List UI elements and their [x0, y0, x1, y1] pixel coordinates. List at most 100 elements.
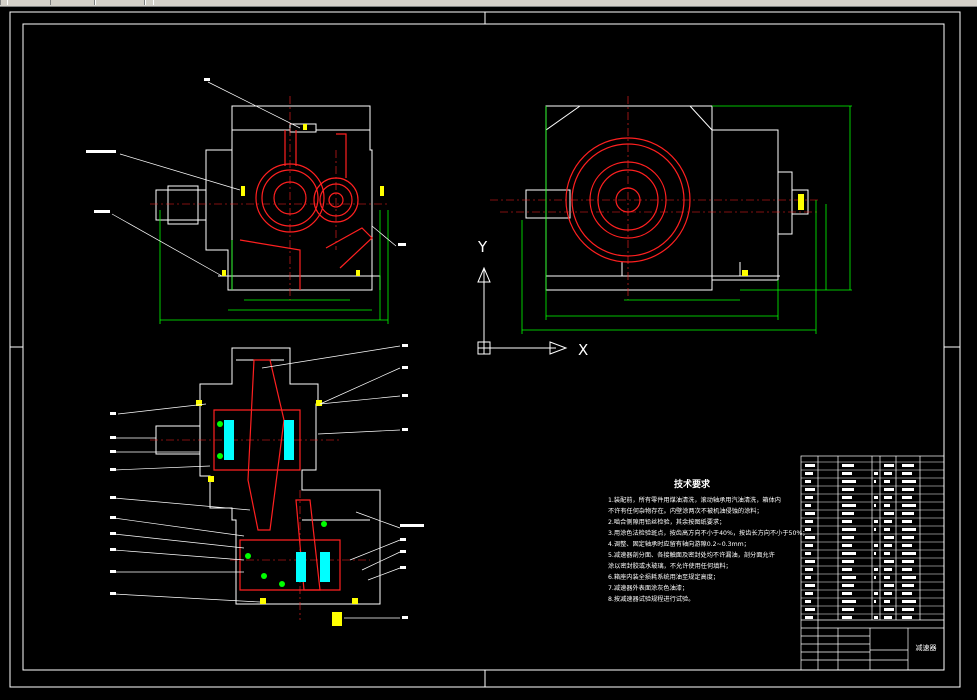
- parts-list-cell-mark: [902, 472, 912, 475]
- parts-list-cell-mark: [842, 576, 856, 579]
- parts-list-cell-mark: [884, 488, 894, 491]
- notes-line-3: 2.啮合侧隙用铅丝检验，其余按图纸要求；: [608, 518, 725, 526]
- tab-1[interactable]: [0, 0, 8, 5]
- parts-list-cell-mark: [902, 496, 912, 499]
- parts-list-cell-mark: [884, 584, 894, 587]
- parts-list-cell-mark: [874, 520, 878, 523]
- parts-list-cell-mark: [874, 528, 876, 531]
- parts-list-cell-mark: [874, 544, 878, 547]
- parts-list-cell-mark: [902, 480, 916, 483]
- notes-line-6: 5.减速器剖分面、各接触面及密封处均不许漏油，剖分面允许: [608, 551, 775, 559]
- parts-list-cell-mark: [805, 560, 815, 563]
- parts-list-cell-mark: [884, 560, 894, 563]
- x-axis-label: X: [578, 341, 588, 359]
- y-axis-label: Y: [477, 238, 488, 256]
- parts-list-cell-mark: [902, 488, 914, 491]
- notes-line-5: 4.调整、固定轴承时应留有轴向游隙0.2~0.3mm；: [608, 540, 750, 548]
- parts-list-cell-mark: [884, 520, 892, 523]
- parts-list-cell-mark: [842, 584, 854, 587]
- parts-list-cell-mark: [842, 552, 856, 555]
- parts-list-cell-mark: [884, 600, 890, 603]
- parts-list-cell-mark: [902, 464, 914, 467]
- parts-list-cell-mark: [874, 552, 876, 555]
- notes-line-4: 3.用涂色法检验斑点，按齿高方向不小于40%，按齿长方向不小于50%；: [608, 529, 808, 537]
- parts-list-cell-mark: [842, 592, 852, 595]
- parts-list-cell-mark: [902, 568, 912, 571]
- parts-list-cell-mark: [884, 616, 892, 619]
- tab-4[interactable]: [144, 0, 154, 5]
- parts-list-cell-mark: [842, 520, 852, 523]
- parts-list-cell-mark: [805, 472, 813, 475]
- sheet-border: [9, 11, 961, 688]
- parts-list-cell-mark: [842, 512, 854, 515]
- parts-list-cell-mark: [842, 480, 856, 483]
- parts-list-cell-mark: [842, 600, 856, 603]
- parts-list-cell-mark: [805, 528, 811, 531]
- parts-list-cell-mark: [902, 504, 916, 507]
- parts-list-cell-mark: [805, 464, 815, 467]
- parts-list-rows: [801, 461, 944, 615]
- parts-list-cell-mark: [902, 584, 914, 587]
- ucs-axis-icon: [477, 266, 568, 355]
- notes-line-8: 6.箱座内装全损耗系统用油至规定高度；: [608, 573, 719, 581]
- parts-list-cell-mark: [805, 480, 811, 483]
- parts-list-cell-mark: [842, 616, 852, 619]
- parts-list-cell-mark: [902, 552, 916, 555]
- parts-list-cell-mark: [902, 592, 912, 595]
- technical-notes: 技术要求 1.装配前，所有零件用煤油清洗，滚动轴承用汽油清洗，箱体内 不许有任何…: [608, 478, 808, 603]
- parts-list-cell-mark: [805, 600, 811, 603]
- parts-list-cell-mark: [805, 576, 811, 579]
- parts-list-cell-mark: [805, 536, 815, 539]
- parts-list-cell-mark: [842, 536, 854, 539]
- front-view: [86, 78, 406, 324]
- parts-list-cell-mark: [884, 536, 894, 539]
- parts-list-cell-mark: [842, 504, 856, 507]
- tab-2[interactable]: [50, 0, 96, 5]
- parts-list-cell-mark: [884, 592, 892, 595]
- parts-list-cell-mark: [842, 560, 854, 563]
- notes-line-9: 7.减速器外表面涂灰色油漆；: [608, 584, 688, 592]
- section-view: [110, 344, 424, 626]
- parts-list-cell-mark: [884, 568, 892, 571]
- parts-list-cell-mark: [874, 616, 878, 619]
- parts-list-cell-mark: [805, 568, 813, 571]
- parts-list-cell-mark: [805, 496, 813, 499]
- parts-list-cell-mark: [874, 600, 876, 603]
- parts-list-cell-mark: [842, 544, 852, 547]
- notes-title: 技术要求: [674, 478, 711, 490]
- parts-list-cell-mark: [902, 608, 914, 611]
- parts-list-cell-mark: [842, 464, 854, 467]
- side-view: [490, 96, 852, 334]
- parts-list-cell-mark: [805, 616, 813, 619]
- parts-list-cell-mark: [884, 608, 894, 611]
- parts-list-cell-mark: [805, 544, 813, 547]
- parts-list-cell-mark: [902, 544, 912, 547]
- notes-line-1: 1.装配前，所有零件用煤油清洗，滚动轴承用汽油清洗，箱体内: [608, 496, 781, 504]
- parts-list-cell-mark: [884, 512, 894, 515]
- parts-list-cell-mark: [884, 496, 892, 499]
- parts-list-cell-mark: [805, 584, 815, 587]
- parts-list-cell-mark: [884, 464, 894, 467]
- parts-list-cell-mark: [874, 480, 876, 483]
- notes-line-7: 涂以密封胶或水玻璃，不允许使用任何填料；: [608, 562, 732, 570]
- parts-list-cell-mark: [805, 592, 813, 595]
- tab-3[interactable]: [94, 0, 146, 5]
- parts-list-cells: [805, 464, 916, 619]
- parts-list-cell-mark: [902, 536, 914, 539]
- drawing-name: 减速器: [916, 643, 937, 652]
- parts-list-cell-mark: [842, 488, 854, 491]
- parts-list-cell-mark: [805, 504, 811, 507]
- parts-list-cell-mark: [842, 568, 852, 571]
- window-tab-strip: [0, 0, 977, 7]
- parts-list-cell-mark: [805, 520, 813, 523]
- parts-list-cell-mark: [874, 568, 878, 571]
- parts-list-cell-mark: [874, 504, 876, 507]
- parts-list-cell-mark: [874, 496, 878, 499]
- title-block: [801, 619, 944, 670]
- parts-list-cell-mark: [805, 488, 815, 491]
- parts-list-cell-mark: [842, 528, 856, 531]
- notes-line-10: 8.按减速器试验规程进行试验。: [608, 595, 694, 603]
- parts-list-cell-mark: [874, 472, 878, 475]
